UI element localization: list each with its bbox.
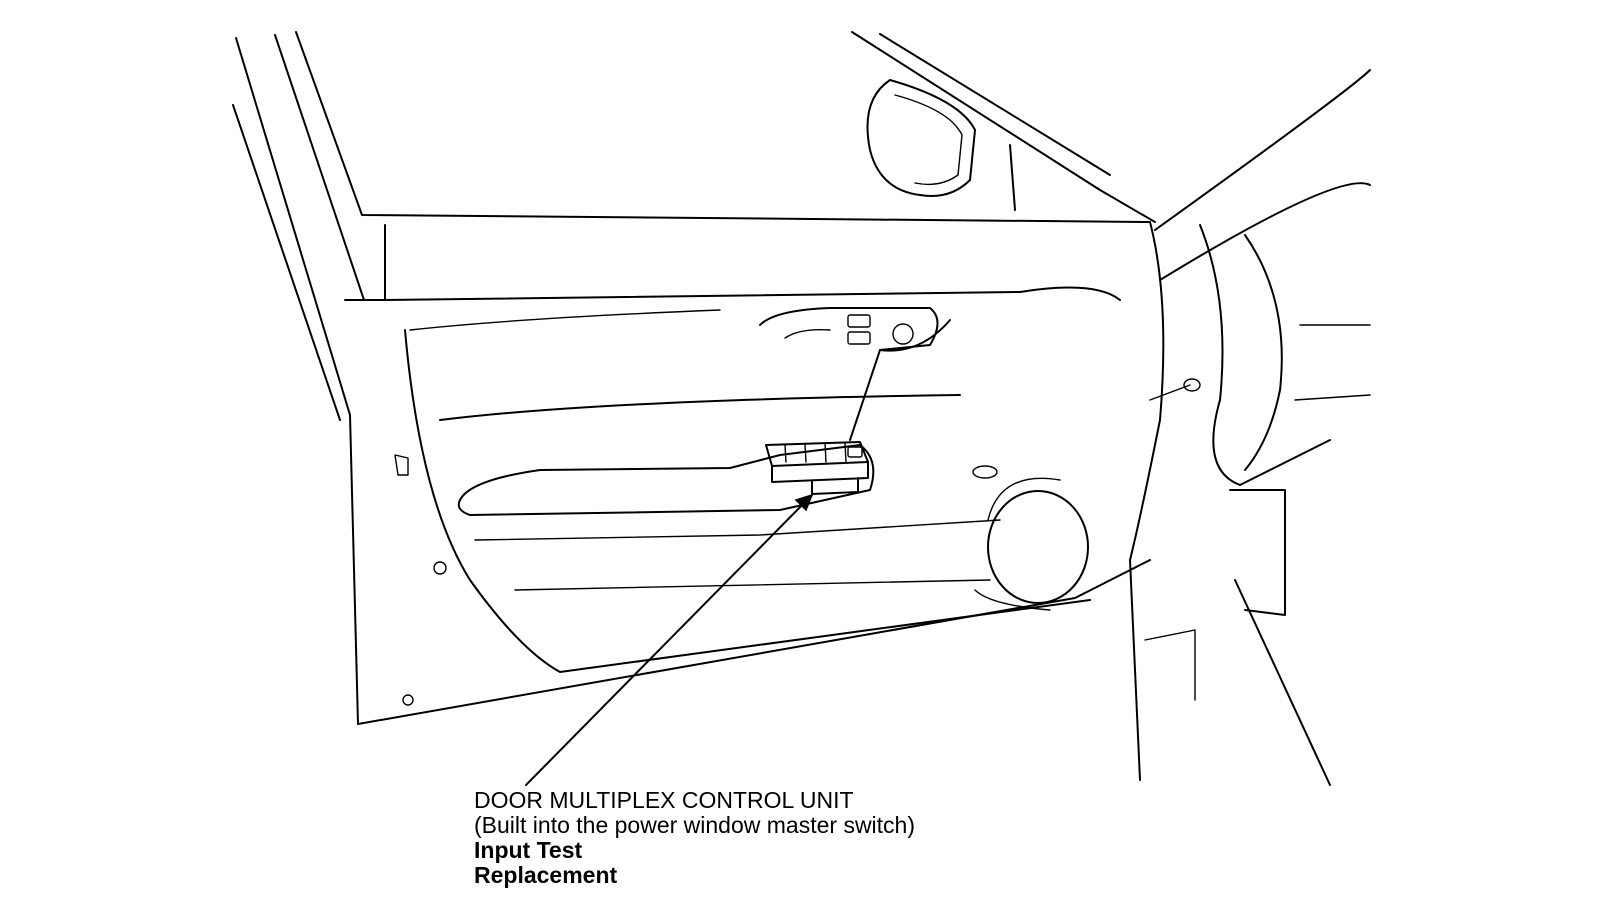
power-window-master-switch bbox=[765, 441, 869, 495]
callout-leader-line bbox=[525, 493, 814, 786]
callout-subtitle: (Built into the power window master swit… bbox=[474, 812, 915, 838]
input-test-link[interactable]: Input Test bbox=[474, 837, 583, 863]
door-trim-panel bbox=[384, 286, 1121, 673]
door-pull-handle bbox=[759, 307, 951, 441]
door-frame bbox=[232, 31, 1156, 725]
vehicle-body-side bbox=[1129, 69, 1371, 786]
side-mirror bbox=[866, 79, 1016, 211]
callout-title: DOOR MULTIPLEX CONTROL UNIT bbox=[474, 787, 854, 813]
panel-fasteners bbox=[394, 454, 998, 706]
callout-label: DOOR MULTIPLEX CONTROL UNIT (Built into … bbox=[474, 788, 915, 888]
door-lock-switch bbox=[847, 314, 914, 345]
replacement-link[interactable]: Replacement bbox=[474, 862, 618, 888]
door-speaker bbox=[974, 477, 1089, 611]
